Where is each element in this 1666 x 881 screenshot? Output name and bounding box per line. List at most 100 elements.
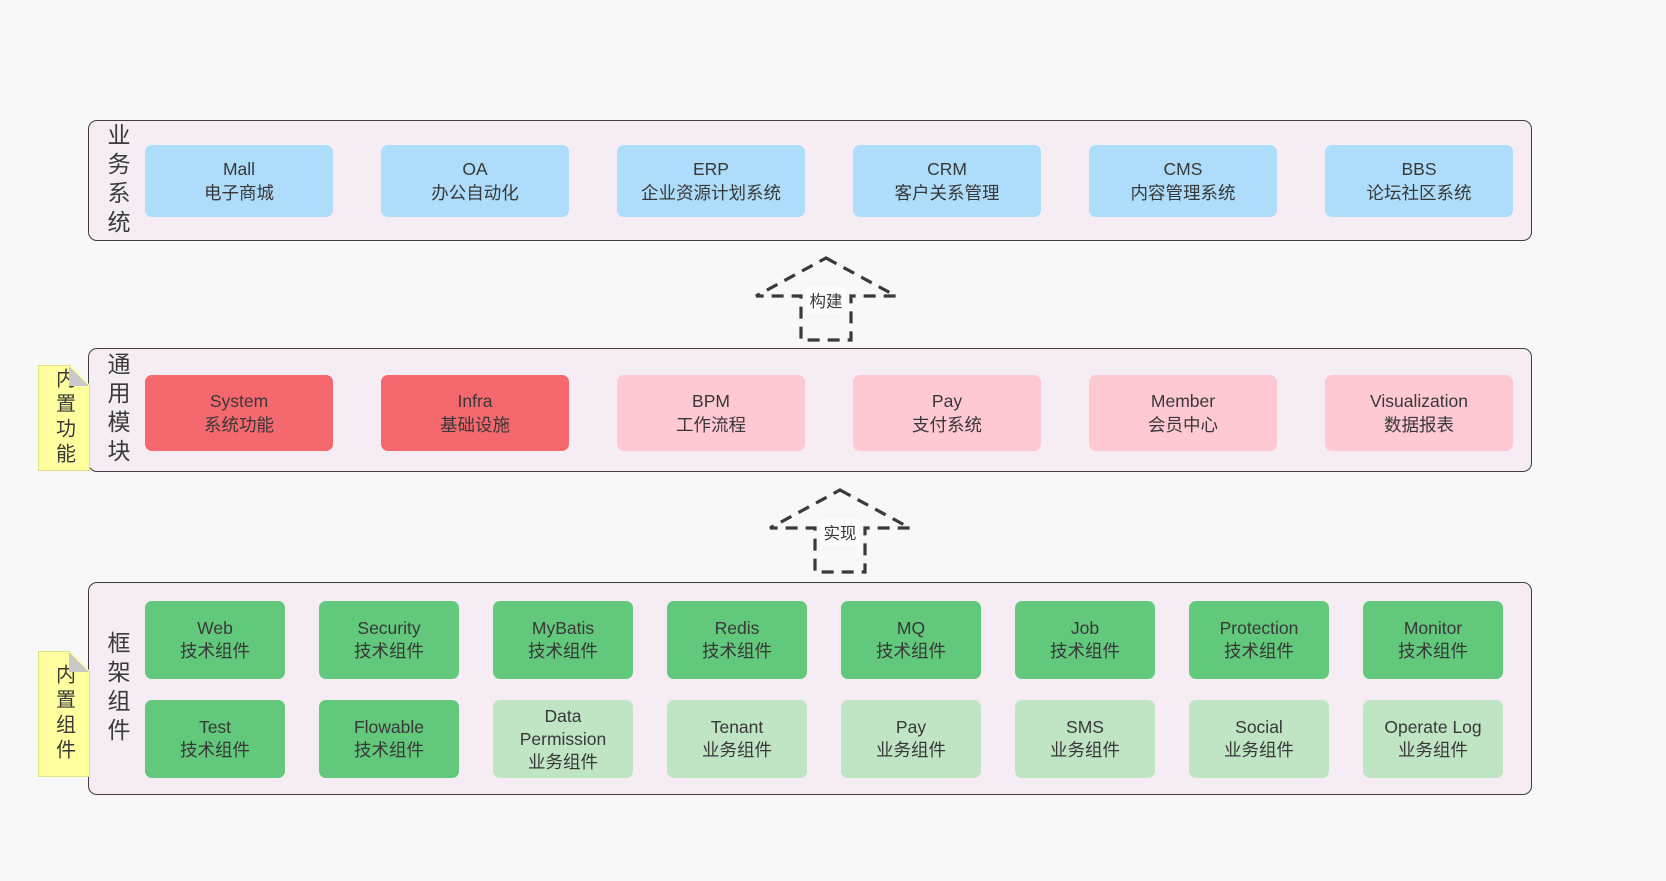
- box-name: MQ: [896, 618, 926, 638]
- box-name: OA: [462, 159, 488, 179]
- box-desc: 技术组件: [1398, 641, 1468, 661]
- arrow-implement: 实现: [767, 487, 913, 575]
- arrow-build-label: 构建: [806, 287, 846, 313]
- sticky-note-builtin-features: 内置功能: [38, 365, 90, 471]
- box-cms: CMS 内容管理系统: [1089, 145, 1277, 217]
- box-desc: 业务组件: [1398, 740, 1468, 760]
- box-sms: SMS 业务组件: [1015, 700, 1155, 778]
- box-erp: ERP 企业资源计划系统: [617, 145, 805, 217]
- box-desc: 技术组件: [180, 641, 250, 661]
- box-system: System 系统功能: [145, 375, 333, 451]
- sticky-fold-corner: [69, 652, 89, 672]
- box-desc: 工作流程: [676, 415, 746, 435]
- box-desc: 业务组件: [1050, 740, 1120, 760]
- box-desc: 技术组件: [1050, 641, 1120, 661]
- layer-label-modules: 通用模块: [104, 352, 130, 468]
- layer-label-framework: 框架组件: [104, 630, 130, 747]
- box-name: CRM: [927, 159, 967, 179]
- box-name: Monitor: [1403, 618, 1463, 638]
- framework-rows: Web 技术组件 Security 技术组件 MyBatis 技术组件 Redi…: [145, 601, 1503, 778]
- box-name: Tenant: [710, 717, 764, 737]
- box-member: Member 会员中心: [1089, 375, 1277, 451]
- sticky-fold-corner: [69, 366, 89, 386]
- module-boxes: System 系统功能 Infra 基础设施 BPM 工作流程 Pay 支付系统…: [145, 375, 1513, 451]
- box-desc: 支付系统: [912, 415, 982, 435]
- box-test: Test 技术组件: [145, 700, 285, 778]
- box-desc: 技术组件: [354, 641, 424, 661]
- layer-label-business: 业务系统: [104, 122, 130, 239]
- box-name: Flowable: [353, 717, 425, 737]
- box-desc: 电子商城: [204, 183, 274, 203]
- box-flowable: Flowable 技术组件: [319, 700, 459, 778]
- box-job: Job 技术组件: [1015, 601, 1155, 679]
- arrow-build: 构建: [753, 255, 899, 343]
- box-social: Social 业务组件: [1189, 700, 1329, 778]
- sticky-note-builtin-components: 内置组件: [38, 651, 90, 777]
- box-desc: 客户关系管理: [894, 183, 1000, 203]
- box-name: SMS: [1066, 717, 1104, 737]
- box-desc: 会员中心: [1148, 415, 1218, 435]
- box-crm: CRM 客户关系管理: [853, 145, 1041, 217]
- box-name: Mall: [222, 159, 256, 179]
- box-monitor: Monitor 技术组件: [1363, 601, 1503, 679]
- box-name: Job: [1070, 618, 1100, 638]
- layer-common-modules: 通用模块 System 系统功能 Infra 基础设施 BPM 工作流程 Pay…: [88, 348, 1532, 472]
- box-name: Operate Log: [1384, 717, 1482, 737]
- box-pay: Pay 支付系统: [853, 375, 1041, 451]
- box-web: Web 技术组件: [145, 601, 285, 679]
- box-name: Protection: [1219, 618, 1299, 638]
- box-protection: Protection 技术组件: [1189, 601, 1329, 679]
- box-redis: Redis 技术组件: [667, 601, 807, 679]
- box-desc: 内容管理系统: [1130, 183, 1236, 203]
- box-name: CMS: [1163, 159, 1203, 179]
- box-desc: 论坛社区系统: [1366, 183, 1472, 203]
- box-name: Pay: [895, 717, 927, 737]
- box-desc: 业务组件: [528, 751, 598, 772]
- box-name: Redis: [714, 618, 760, 638]
- box-name: ERP: [693, 159, 729, 179]
- box-desc: 基础设施: [440, 415, 510, 435]
- box-name: Member: [1150, 391, 1216, 411]
- box-desc: 技术组件: [1224, 641, 1294, 661]
- box-name: System: [209, 391, 269, 411]
- box-desc: 技术组件: [354, 740, 424, 760]
- business-boxes: Mall 电子商城 OA 办公自动化 ERP 企业资源计划系统 CRM 客户关系…: [145, 145, 1513, 217]
- box-desc: 业务组件: [1224, 740, 1294, 760]
- box-desc: 技术组件: [876, 641, 946, 661]
- box-desc: 技术组件: [702, 641, 772, 661]
- box-name: BPM: [692, 391, 730, 411]
- box-desc: 业务组件: [876, 740, 946, 760]
- sticky-label: 内置功能: [52, 368, 75, 468]
- box-data-permission: Data Permission 业务组件: [493, 700, 633, 778]
- box-name: MyBatis: [531, 618, 595, 638]
- box-name: Test: [198, 717, 232, 737]
- up-arrow-icon: [769, 488, 911, 574]
- box-desc: 技术组件: [528, 641, 598, 661]
- layer-business-systems: 业务系统 Mall 电子商城 OA 办公自动化 ERP 企业资源计划系统 CRM…: [88, 120, 1532, 241]
- sticky-label: 内置组件: [52, 664, 75, 764]
- box-name: BBS: [1401, 159, 1437, 179]
- box-desc: 系统功能: [204, 415, 274, 435]
- box-mq: MQ 技术组件: [841, 601, 981, 679]
- box-name: Data Permission: [519, 705, 607, 749]
- box-pay-biz: Pay 业务组件: [841, 700, 981, 778]
- box-name: Visualization: [1370, 391, 1468, 411]
- layer-framework-components: 框架组件 Web 技术组件 Security 技术组件 MyBatis 技术组件…: [88, 582, 1532, 795]
- box-bpm: BPM 工作流程: [617, 375, 805, 451]
- box-infra: Infra 基础设施: [381, 375, 569, 451]
- box-bbs: BBS 论坛社区系统: [1325, 145, 1513, 217]
- box-name: Social: [1235, 717, 1283, 737]
- box-desc: 业务组件: [702, 740, 772, 760]
- arrow-implement-label: 实现: [820, 519, 860, 545]
- box-desc: 技术组件: [180, 740, 250, 760]
- framework-row-1: Web 技术组件 Security 技术组件 MyBatis 技术组件 Redi…: [145, 601, 1503, 679]
- box-desc: 企业资源计划系统: [641, 183, 781, 203]
- box-name: Infra: [457, 391, 493, 411]
- box-desc: 数据报表: [1384, 415, 1454, 435]
- framework-row-2: Test 技术组件 Flowable 技术组件 Data Permission …: [145, 700, 1503, 778]
- box-visualization: Visualization 数据报表: [1325, 375, 1513, 451]
- box-name: Security: [357, 618, 421, 638]
- box-oa: OA 办公自动化: [381, 145, 569, 217]
- box-security: Security 技术组件: [319, 601, 459, 679]
- box-operate-log: Operate Log 业务组件: [1363, 700, 1503, 778]
